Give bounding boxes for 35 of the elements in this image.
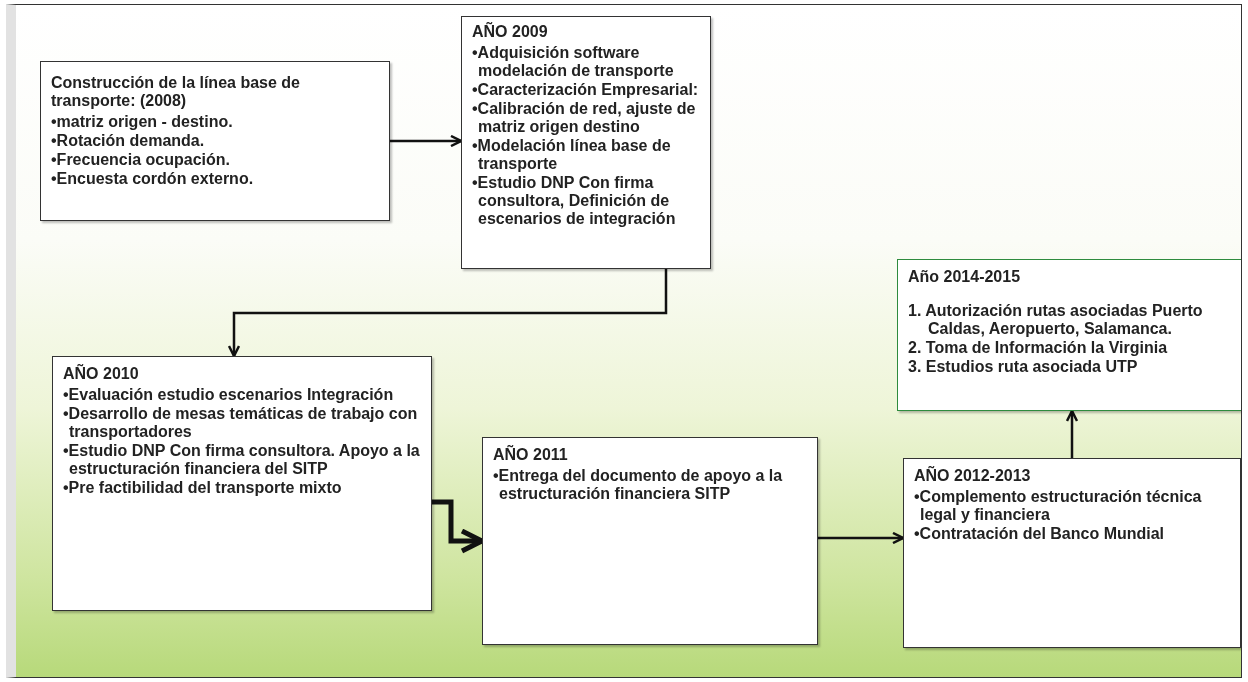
list-item: •Evaluación estudio escenarios Integración [63,386,395,404]
list-item: •Contratación del Banco Mundial [914,525,1166,543]
box-heading: AÑO 2011 [493,446,569,464]
list-item: •Adquisición software modelación de transporte [472,44,675,80]
list-item: •Caracterización Empresarial: [472,81,700,99]
list-item: 1. Autorización rutas asociadas Puerto Caldas, Aeropuerto, Salamanca. [908,302,1204,338]
arrow [227,269,668,358]
list-item: 2. Toma de Información la Virginia [908,339,1169,357]
list-item: •Frecuencia ocupación. [51,151,231,169]
list-item: •Complemento estructuración técnica legal y financiera [914,488,1203,524]
list-item: •Estudio DNP Con firma consultora, Definición de escenarios de integración [472,174,677,228]
process-box [461,16,711,269]
arrow [390,134,463,148]
list-item: •Desarrollo de mesas temáticas de trabajo con transportadores [63,405,419,441]
list-item: •Modelación línea base de transporte [472,137,672,173]
arrow [1065,409,1079,458]
list-item: •Pre factibilidad del transporte mixto [63,479,343,497]
box-heading: AÑO 2009 [472,23,549,41]
process-box [52,356,432,611]
box-heading: Construcción de la línea base de transporte: (2008) [51,74,301,110]
box-heading: AÑO 2012-2013 [914,467,1032,485]
box-heading: AÑO 2010 [63,365,140,383]
box-heading: Año 2014-2015 [908,268,1022,286]
list-item: •Rotación demanda. [51,132,206,150]
list-item: •Estudio DNP Con firma consultora. Apoyo a la estructuración financiera del SITP [63,442,421,478]
list-item: •Encuesta cordón externo. [51,170,255,188]
arrow [818,531,905,545]
list-item: •matriz origen - destino. [51,113,234,131]
process-box [40,61,390,221]
list-item: 3. Estudios ruta asociada UTP [908,358,1139,376]
process-box [482,437,818,645]
process-box [903,458,1241,648]
list-item: •Entrega del documento de apoyo a la estructuración financiera SITP [493,467,784,503]
list-item: •Calibración de red, ajuste de matriz origen destino [472,100,697,136]
process-box [897,259,1241,411]
